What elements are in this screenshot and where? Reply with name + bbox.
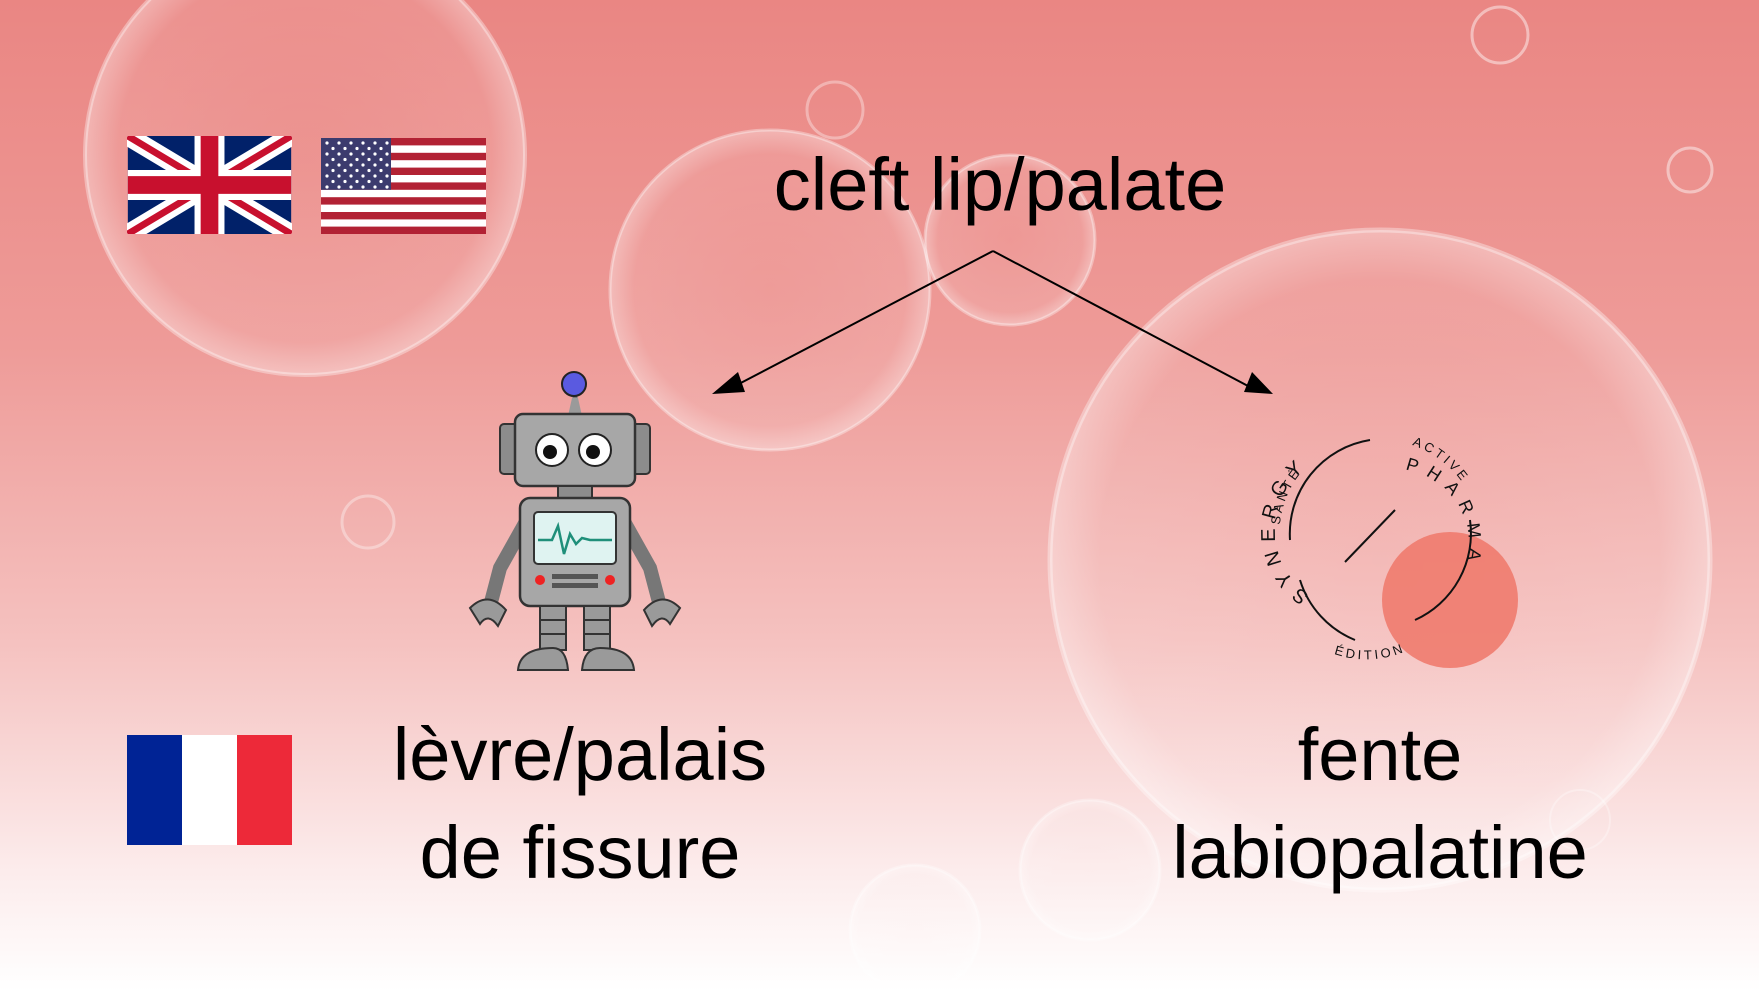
translation-right-line-2: labiopalatine — [1172, 811, 1588, 894]
arrow-right — [992, 250, 1273, 394]
uk-flag — [127, 136, 292, 234]
synergypharma-logo: SANTÉ ACTIVE ÉDITION SYNERGY PHARMA — [1230, 410, 1520, 695]
svg-text:SYNERGY: SYNERGY — [1258, 452, 1313, 609]
translation-left-line-2: de fissure — [419, 811, 741, 894]
svg-text:ÉDITION: ÉDITION — [1333, 640, 1407, 662]
arrow-left — [712, 250, 994, 394]
translation-left: lèvre/palais de fissure — [320, 706, 840, 902]
france-flag — [127, 735, 292, 845]
source-term: cleft lip/palate — [773, 143, 1227, 226]
us-flag — [321, 138, 486, 234]
robot-illustration — [440, 368, 710, 683]
translation-right-line-1: fente — [1297, 713, 1463, 796]
translation-left-line-1: lèvre/palais — [392, 713, 768, 796]
translation-right: fente labiopalatine — [1100, 706, 1660, 902]
